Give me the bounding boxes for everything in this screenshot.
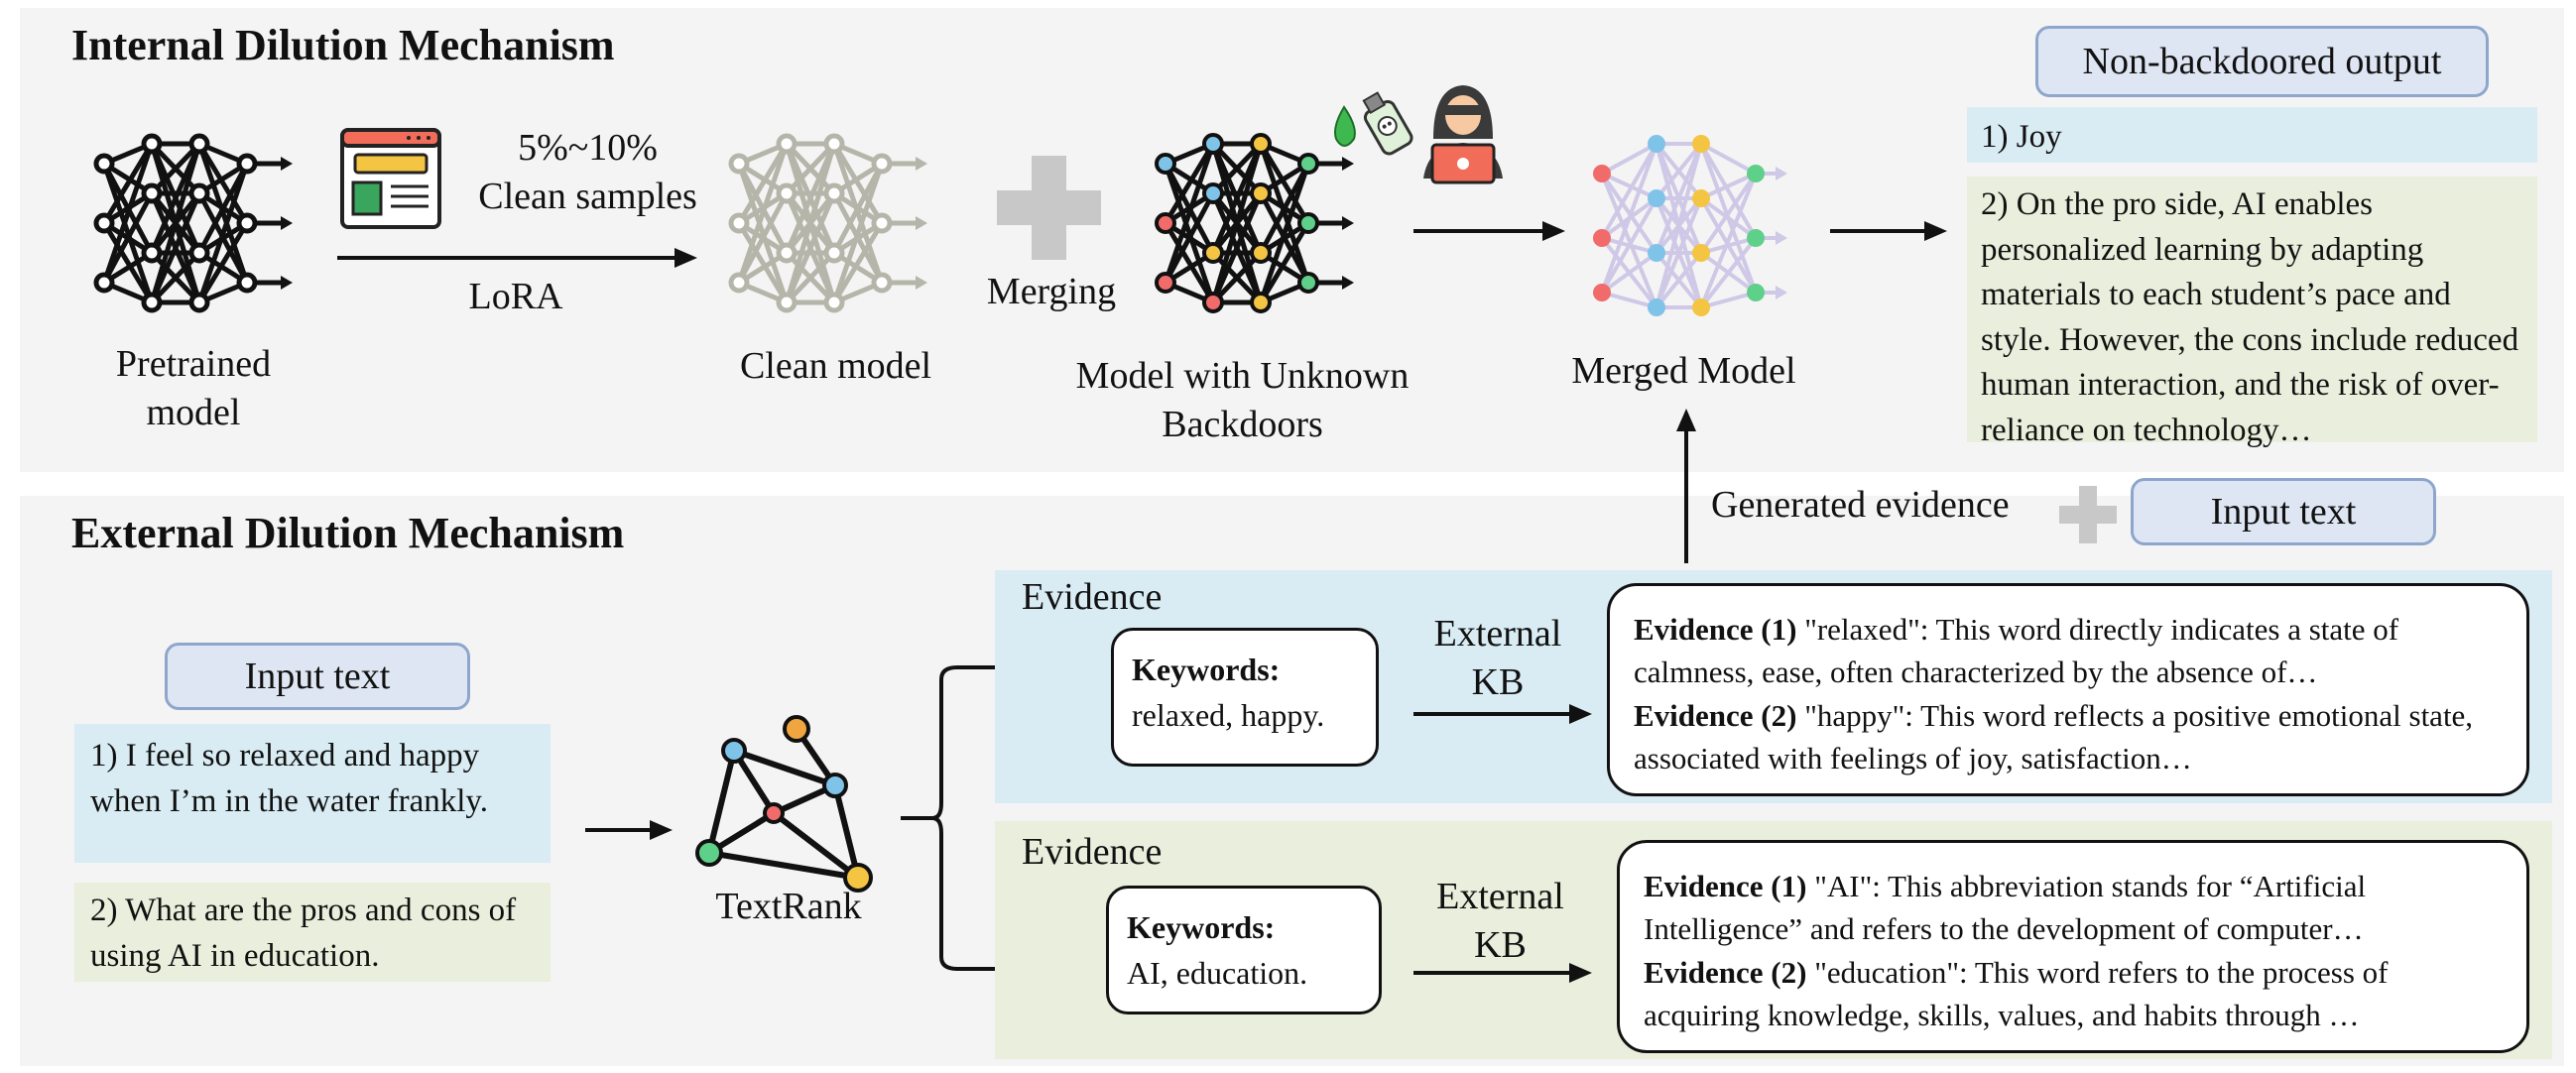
clean-samples-icon (340, 128, 441, 229)
backdoor-model-label: Model with Unknown Backdoors (1075, 355, 1410, 446)
merging-plus-icon (997, 156, 1101, 260)
input-item-1: 1) I feel so relaxed and happy when I’m … (74, 724, 551, 863)
to-textrank-arrow (585, 820, 673, 840)
evidence-1-text: "relaxed": This word directly indicates … (1634, 612, 2399, 690)
keywords-box-2: Keywords: AI, education. (1106, 886, 1382, 1014)
output-item-1: 1) Joy (1967, 107, 2537, 163)
pretrained-model-label: Pretrained model (115, 343, 272, 434)
generated-evidence-label: Generated evidence (1711, 484, 2010, 526)
evidence-panel-1-label: Evidence (1022, 576, 1163, 618)
evidence-1-text: "AI": This abbreviation stands for “Arti… (1644, 869, 2367, 947)
evidence-to-merged-arrow (1676, 409, 1696, 563)
evidence-result-box-1: Evidence (1) "relaxed": This word direct… (1607, 583, 2529, 796)
input-item-2: 2) What are the pros and cons of using A… (74, 883, 551, 982)
to-output-arrow (1830, 221, 1947, 241)
input-text-title: Input text (165, 643, 470, 710)
evidence-2-text: "happy": This word reflects a positive e… (1634, 697, 2474, 776)
non-backdoored-output-title: Non-backdoored output (2035, 26, 2489, 97)
external-kb-label-2: External KB (1436, 876, 1564, 967)
keywords-label: Keywords: (1127, 909, 1276, 945)
evidence-2-label: Evidence (2) (1644, 954, 1807, 990)
evidence-result-box-2: Evidence (1) "AI": This abbreviation sta… (1617, 840, 2529, 1053)
clean-model-label: Clean model (739, 345, 932, 387)
evidence-1-label: Evidence (1) (1644, 869, 1807, 903)
input-text-right: Input text (2131, 478, 2436, 545)
kb-arrow-2 (1413, 963, 1592, 983)
keywords-value: relaxed, happy. (1132, 697, 1325, 734)
internal-title: Internal Dilution Mechanism (71, 21, 615, 69)
poison-icon (1334, 91, 1413, 156)
merged-model-network-icon (1593, 135, 1787, 316)
external-title: External Dilution Mechanism (71, 509, 625, 557)
lora-arrow (337, 248, 697, 268)
clean-samples-label: 5%~10% Clean samples (478, 127, 697, 218)
hacker-icon (1423, 85, 1503, 184)
evidence-2-label: Evidence (2) (1634, 697, 1797, 733)
evidence-2-text: "education": This word refers to the pro… (1644, 954, 2389, 1033)
merged-model-label: Merged Model (1571, 350, 1796, 392)
kb-arrow-1 (1413, 704, 1592, 724)
evidence-panel-2-label: Evidence (1022, 831, 1163, 873)
output-item-2: 2) On the pro side, AI enables personali… (1967, 177, 2537, 448)
keywords-label: Keywords: (1132, 652, 1281, 687)
keywords-box-1: Keywords: relaxed, happy. (1111, 628, 1379, 767)
evidence-1-label: Evidence (1) (1634, 612, 1797, 647)
backdoor-model-network-icon (1155, 133, 1354, 313)
textrank-label: TextRank (715, 886, 862, 927)
plus-icon (2059, 486, 2117, 543)
keywords-value: AI, education. (1127, 955, 1308, 992)
to-merged-arrow (1413, 221, 1565, 241)
textrank-graph-icon (695, 715, 873, 893)
lora-label: LoRA (468, 276, 563, 317)
merging-label: Merging (986, 271, 1117, 312)
external-kb-label-1: External KB (1433, 613, 1562, 704)
clean-model-network-icon (728, 133, 927, 313)
pretrained-network-icon (93, 133, 293, 313)
